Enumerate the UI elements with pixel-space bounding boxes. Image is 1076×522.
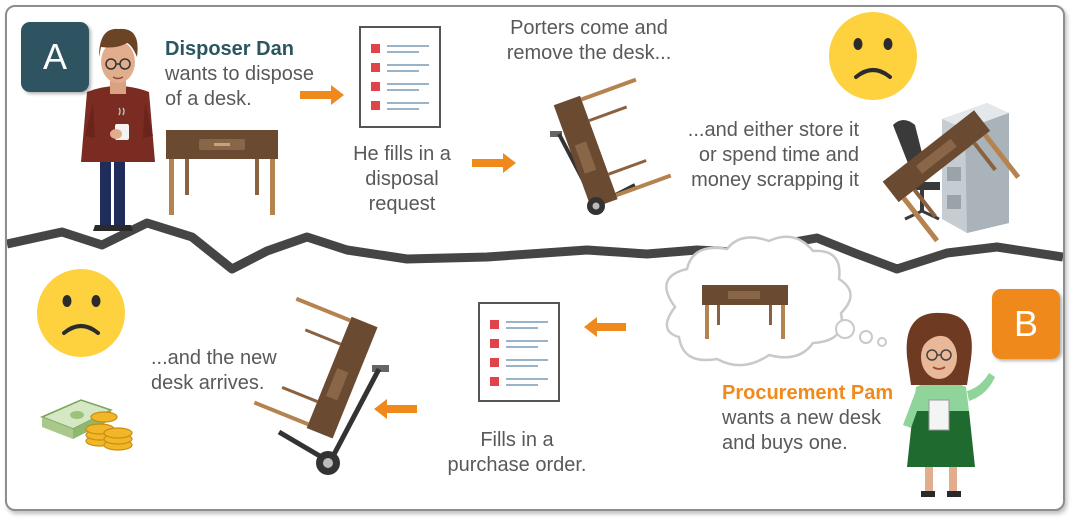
divider-line xyxy=(7,218,1063,274)
disposal-request-line3: request xyxy=(368,193,436,215)
dan-name: Disposer Dan xyxy=(165,38,294,60)
desk-icon xyxy=(166,130,278,215)
arrow-right-icon xyxy=(300,85,344,105)
disposal-request-line1: He fills in a xyxy=(353,143,451,165)
desk-arrives-line1: ...and the new xyxy=(151,347,277,369)
purchase-order-line1: Fills in a xyxy=(480,429,554,451)
hand-truck-icon xyxy=(550,77,672,215)
thought-cloud-icon xyxy=(665,235,887,367)
store-or-scrap-line1: ...and either store it xyxy=(687,119,859,141)
badge-b: B xyxy=(992,289,1060,359)
store-or-scrap-line3: money scrapping it xyxy=(691,169,859,191)
form-icon xyxy=(478,302,560,402)
pam-caption: Procurement Pam wants a new desk and buy… xyxy=(722,381,893,456)
store-or-scrap-line2: or spend time and xyxy=(698,144,859,166)
hand-truck-icon xyxy=(253,296,389,475)
dan-caption: Disposer Dan wants to dispose of a desk. xyxy=(165,37,314,112)
form-icon xyxy=(359,26,441,128)
disposal-request-caption: He fills in a disposal request xyxy=(342,142,462,217)
diagram-frame: A B Disposer Dan wants to dispose of a d… xyxy=(5,5,1065,511)
badge-a: A xyxy=(21,22,89,92)
porters-line1: Porters come and xyxy=(510,17,668,39)
scrap-pile-icon xyxy=(882,103,1021,243)
purchase-order-line2: purchase order. xyxy=(447,454,587,476)
dan-caption-line1: wants to dispose xyxy=(165,63,314,85)
desk-arrives-line2: desk arrives. xyxy=(151,372,265,394)
disposal-request-line2: disposal xyxy=(365,168,439,190)
pam-caption-line1: wants a new desk xyxy=(722,407,881,429)
money-icon xyxy=(40,399,133,451)
porters-caption: Porters come and remove the desk... xyxy=(489,16,689,66)
sad-face-icon xyxy=(829,12,917,100)
arrow-right-icon xyxy=(472,153,516,173)
store-or-scrap-caption: ...and either store it or spend time and… xyxy=(637,118,859,193)
person-pam-icon xyxy=(903,312,995,497)
desk-arrives-caption: ...and the new desk arrives. xyxy=(151,346,277,396)
pam-name: Procurement Pam xyxy=(722,382,894,404)
sad-face-icon xyxy=(37,269,125,357)
dan-caption-line2: of a desk. xyxy=(165,88,252,110)
person-dan-icon xyxy=(81,28,155,231)
arrow-left-icon xyxy=(374,399,417,419)
pam-caption-line2: and buys one. xyxy=(722,432,848,454)
arrow-left-icon xyxy=(584,317,626,337)
porters-line2: remove the desk... xyxy=(506,42,672,64)
diagram-artwork xyxy=(7,12,1063,497)
purchase-order-caption: Fills in a purchase order. xyxy=(437,428,597,478)
